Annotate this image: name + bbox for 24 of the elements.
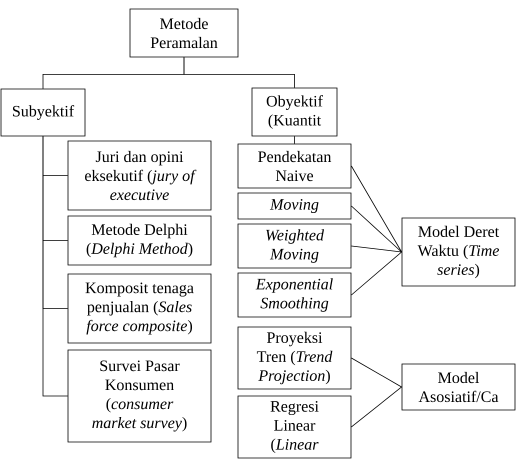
method-box: Pendekatan Naive xyxy=(238,144,352,188)
method-box: Komposit tenaga penjualan (Sales force composite) xyxy=(68,274,212,344)
model-box: Model Deret Waktu (Time series) xyxy=(402,218,516,286)
connector-line xyxy=(351,252,402,296)
method-box: Juri dan opini eksekutif (jury of executive xyxy=(68,140,212,210)
method-box: Exponential Smoothing xyxy=(238,272,352,318)
method-box: Regresi Linear (Linear xyxy=(238,396,352,458)
category-box: Obyektif (Kuantit xyxy=(252,88,338,136)
category-box: Subyektif xyxy=(0,88,86,136)
connector-line xyxy=(351,246,402,252)
connector-line xyxy=(184,57,295,88)
method-box: Survei Pasar Konsumen (consumer market survey) xyxy=(68,350,212,442)
connector-line xyxy=(351,386,402,428)
connector-line xyxy=(42,136,68,396)
connector-line xyxy=(294,136,295,144)
connector-line xyxy=(351,166,402,252)
method-box: Weighted Moving xyxy=(238,224,352,268)
title-box: Metode Peramalan xyxy=(130,8,238,58)
method-box: Metode Delphi (Delphi Method) xyxy=(68,216,212,266)
method-box: Proyeksi Tren (Trend Projection) xyxy=(238,326,352,390)
connector-line xyxy=(351,358,402,388)
method-box: Moving xyxy=(238,192,352,220)
model-box: Model Asosiatif/Ca xyxy=(402,364,516,410)
connector-line xyxy=(351,206,402,252)
